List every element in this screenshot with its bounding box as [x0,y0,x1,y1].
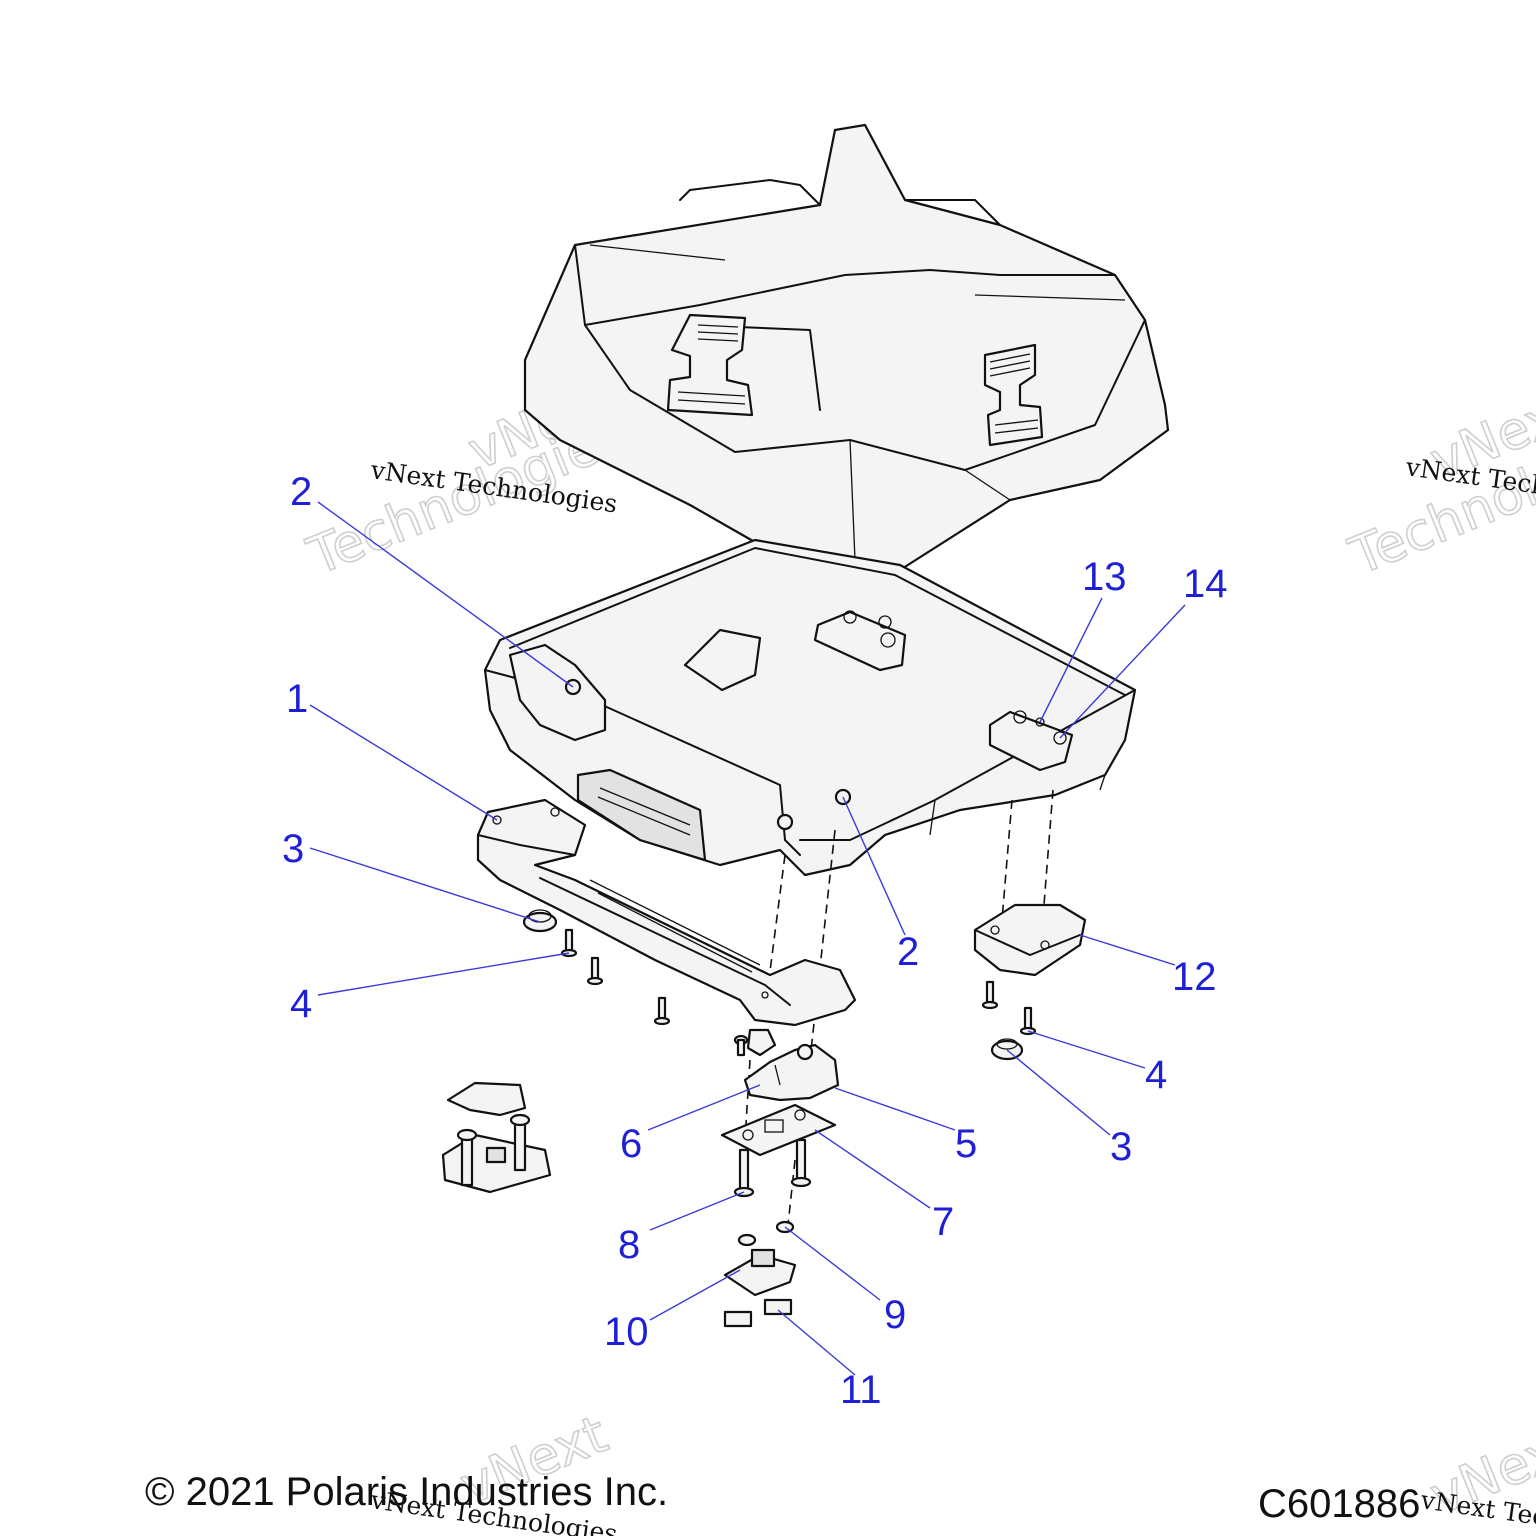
leader-lines [309,501,1186,1376]
cargo-box-base [483,538,1137,877]
part-11-inserts [723,1298,793,1328]
callout-13: 13 [1082,555,1127,599]
callout-7: 7 [932,1200,954,1244]
watermark-bottom-right: vNext vNext Technologies [1418,1414,1536,1536]
part-6-bracket [733,1028,777,1057]
part-7-base-plate [720,1103,837,1157]
part-5-latch-plate [743,1043,840,1102]
part-10-latch-body [723,1248,797,1297]
part-3-grommet-left [522,909,558,933]
part-4-screws-left [560,928,671,1026]
latch-assembly-loose [441,1081,552,1194]
watermark-top-right: vNext Technologies vNext Technologies [1341,379,1536,589]
part-4-screws-right [981,980,1037,1036]
callout-4-right: 4 [1145,1053,1167,1097]
callout-8: 8 [618,1223,640,1267]
part-3-grommet-right [990,1038,1024,1061]
callout-2-bottom: 2 [897,930,919,974]
part-1-mounting-rail [476,798,857,1027]
callout-6: 6 [620,1122,642,1166]
copyright-text: © 2021 Polaris Industries Inc. [145,1470,668,1514]
callout-3-right: 3 [1110,1125,1132,1169]
callout-1: 1 [286,677,308,721]
callout-14: 14 [1183,562,1228,606]
callout-11: 11 [840,1368,882,1412]
lid-buckle-left [666,313,754,417]
callout-5: 5 [955,1122,977,1166]
callout-9: 9 [884,1293,906,1337]
callout-2-top: 2 [290,470,312,514]
cargo-box-lid [523,123,1170,577]
figure-id: C601886 [1258,1482,1420,1526]
callout-10: 10 [604,1310,649,1354]
callout-12: 12 [1172,955,1217,999]
lid-buckle-right [983,343,1044,447]
callout-4-left: 4 [290,982,312,1026]
part-12-mount-block [973,903,1087,977]
part-9-nut [737,1220,795,1247]
callout-labels: 2 1 3 4 2 13 14 12 4 3 5 6 7 8 9 10 11 [282,470,1228,1412]
callout-3-left: 3 [282,827,304,871]
